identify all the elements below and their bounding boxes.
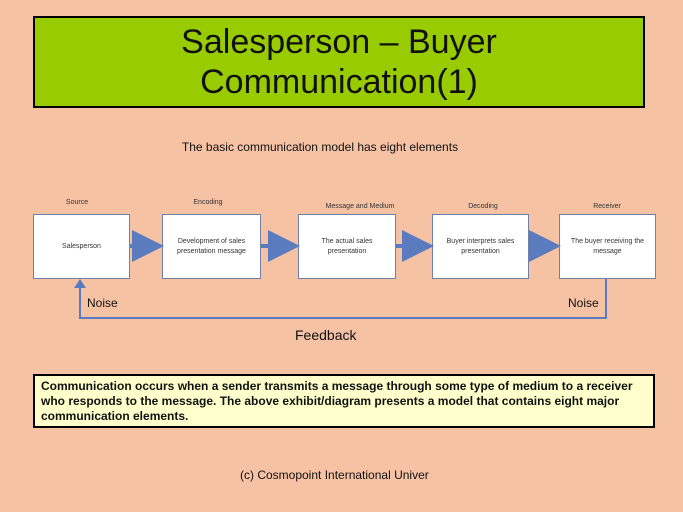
footer-copyright: (c) Cosmopoint International Univer	[240, 468, 429, 482]
stage-label-encoding: Encoding	[193, 199, 223, 206]
description-text: Communication occurs when a sender trans…	[41, 379, 633, 423]
node-salesperson: Salesperson	[33, 214, 130, 279]
node-receiver: The buyer receiving the message	[559, 214, 656, 279]
feedback-label: Feedback	[295, 327, 357, 343]
noise-label-right: Noise	[568, 296, 599, 310]
node-message: The actual sales presentation	[298, 214, 396, 279]
title-line-1: Salesperson – Buyer	[181, 23, 497, 61]
title-line-2: Communication(1)	[200, 63, 478, 101]
stage-label-source: Source	[65, 199, 89, 206]
feedback-arrowhead	[74, 279, 86, 288]
stage-label-decoding: Decoding	[468, 203, 498, 210]
stage-label-message-medium: Message and Medium	[325, 203, 395, 210]
stage-label-receiver: Receiver	[593, 203, 621, 210]
description-box: Communication occurs when a sender trans…	[33, 374, 655, 428]
feedback-loop	[79, 279, 607, 319]
node-decoding: Buyer interprets sales presentation	[432, 214, 529, 279]
noise-label-left: Noise	[87, 296, 118, 310]
node-encoding: Development of sales presentation messag…	[162, 214, 261, 279]
title-banner: Salesperson – Buyer Communication(1)	[33, 16, 645, 108]
diagram-subtitle: The basic communication model has eight …	[181, 140, 459, 154]
